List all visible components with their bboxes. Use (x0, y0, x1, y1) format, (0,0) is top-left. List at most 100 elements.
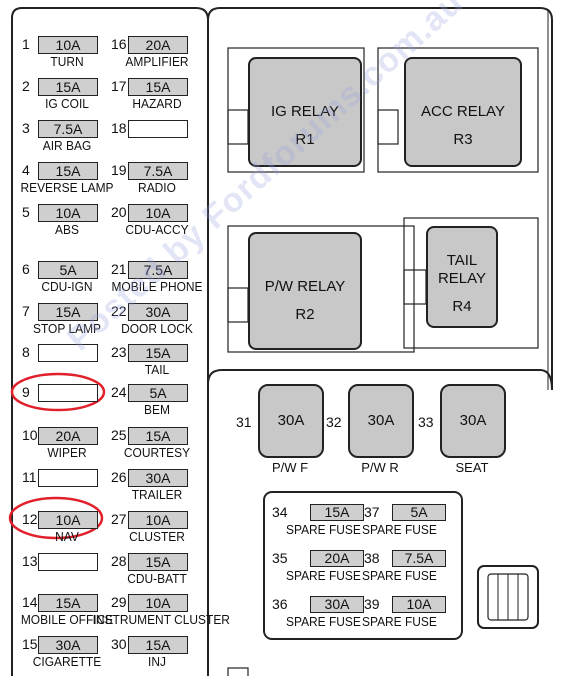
fuse-number: 13 (22, 553, 38, 569)
highlight-circle-fuse-9 (10, 372, 106, 412)
fuse-label: MOBILE OFFICE (20, 612, 114, 627)
spare-fuse-number: 36 (272, 596, 288, 612)
spare-fuse-label: SPARE FUSE (362, 568, 437, 583)
fuse-slot (128, 120, 188, 138)
fuse-label: NAV (55, 529, 79, 544)
fuse-slot: 5A (38, 261, 98, 279)
relay-r4-title: TAIL (446, 252, 478, 269)
fuse-number: 14 (22, 594, 38, 610)
fuse-slot: 10A (128, 204, 188, 222)
fuse-label: IG COIL (45, 96, 89, 111)
fuse-slot: 15A (128, 636, 188, 654)
relay-r4-id: R4 (452, 298, 472, 315)
fuse-label: BEM (144, 402, 170, 417)
fuse-number: 24 (111, 384, 127, 400)
highlight-circle-fuse-12 (8, 496, 104, 540)
fuse-slot (38, 344, 98, 362)
fuse-label: STOP LAMP (32, 321, 102, 336)
fuse-number: 9 (22, 384, 30, 400)
large-fuse-label: P/W F (271, 460, 309, 475)
large-fuse-number: 32 (326, 414, 342, 430)
fuse-slot: 7.5A (128, 261, 188, 279)
large-fuse-label: SEAT (455, 460, 489, 475)
fuse-label: COURTESY (123, 445, 191, 460)
fuse-number: 19 (111, 162, 127, 178)
fuse-label: CIGARETTE (32, 654, 102, 669)
fuse-slot: 20A (38, 427, 98, 445)
fuse-number: 26 (111, 469, 127, 485)
fuse-label: INJ (148, 654, 166, 669)
fuse-slot: 15A (38, 78, 98, 96)
fuse-slot: 15A (128, 427, 188, 445)
fuse-number: 4 (22, 162, 30, 178)
spare-fuse-number: 35 (272, 550, 288, 566)
fuse-number: 21 (111, 261, 127, 277)
relay-r1-id: R1 (295, 131, 315, 148)
fuse-number: 23 (111, 344, 127, 360)
fuse-slot (38, 469, 98, 487)
relay-r2-title: P/W RELAY (264, 278, 346, 295)
fuse-label: RADIO (138, 180, 176, 195)
spare-fuse-number: 34 (272, 504, 288, 520)
spare-fuse-number: 38 (364, 550, 380, 566)
fuse-label: CLUSTER (129, 529, 185, 544)
fuse-number: 25 (111, 427, 127, 443)
fuse-slot: 15A (128, 78, 188, 96)
spare-fuse: 15A (310, 504, 364, 521)
spare-fuse-label: SPARE FUSE (286, 614, 361, 629)
fuse-number: 22 (111, 303, 127, 319)
fuse-label: TAIL (144, 362, 170, 377)
fuse-label: MOBILE PHONE (111, 279, 203, 294)
fuse-number: 12 (22, 511, 38, 527)
fuse-number: 8 (22, 344, 30, 360)
fuse-number: 10 (22, 427, 38, 443)
relay-r2: P/W RELAY R2 (248, 232, 362, 350)
spare-fuse-label: SPARE FUSE (362, 614, 437, 629)
fuse-slot: 5A (128, 384, 188, 402)
spare-fuse: 20A (310, 550, 364, 567)
fuse-number: 11 (22, 469, 37, 485)
large-fuse-number: 31 (236, 414, 252, 430)
fuse-slot: 10A (38, 204, 98, 222)
fuse-slot (38, 553, 98, 571)
fuse-slot: 15A (128, 344, 188, 362)
fuse-label: AMPLIFIER (125, 54, 189, 69)
relay-r4-title-2: RELAY (437, 270, 487, 287)
relay-r1: IG RELAY R1 (248, 57, 362, 167)
spare-fuse-label: SPARE FUSE (286, 568, 361, 583)
relay-r1-title: IG RELAY (270, 103, 340, 120)
relay-r3: ACC RELAY R3 (404, 57, 522, 167)
spare-fuse-number: 39 (364, 596, 380, 612)
spare-fuse-label: SPARE FUSE (362, 522, 437, 537)
fuse-label: TRAILER (131, 487, 183, 502)
fuse-number: 20 (111, 204, 127, 220)
fuse-slot: 30A (38, 636, 98, 654)
relay-r3-id: R3 (453, 131, 473, 148)
fuse-number: 6 (22, 261, 30, 277)
large-fuse: 30A (348, 384, 414, 458)
fuse-slot: 10A (38, 511, 98, 529)
large-fuse-number: 33 (418, 414, 434, 430)
spare-fuse: 7.5A (392, 550, 446, 567)
fuse-number: 2 (22, 78, 30, 94)
large-fuse: 30A (258, 384, 324, 458)
fuse-slot: 15A (38, 594, 98, 612)
fuse-label: REVERSE LAMP (20, 180, 114, 195)
fuse-slot: 10A (128, 511, 188, 529)
relay-r2-id: R2 (295, 306, 315, 323)
fuse-slot: 15A (128, 553, 188, 571)
fuse-number: 27 (111, 511, 127, 527)
fuse-label: CDU-IGN (41, 279, 93, 294)
fuse-number: 29 (111, 594, 127, 610)
large-fuse-label: P/W R (361, 460, 399, 475)
fuse-slot: 7.5A (128, 162, 188, 180)
fuse-slot: 15A (38, 162, 98, 180)
fuse-number: 18 (111, 120, 127, 136)
spare-fuse: 30A (310, 596, 364, 613)
relay-r3-title: ACC RELAY (421, 103, 505, 120)
fuse-slot: 15A (38, 303, 98, 321)
fuse-number: 30 (111, 636, 127, 652)
fuse-slot: 10A (128, 594, 188, 612)
fuse-number: 7 (22, 303, 30, 319)
